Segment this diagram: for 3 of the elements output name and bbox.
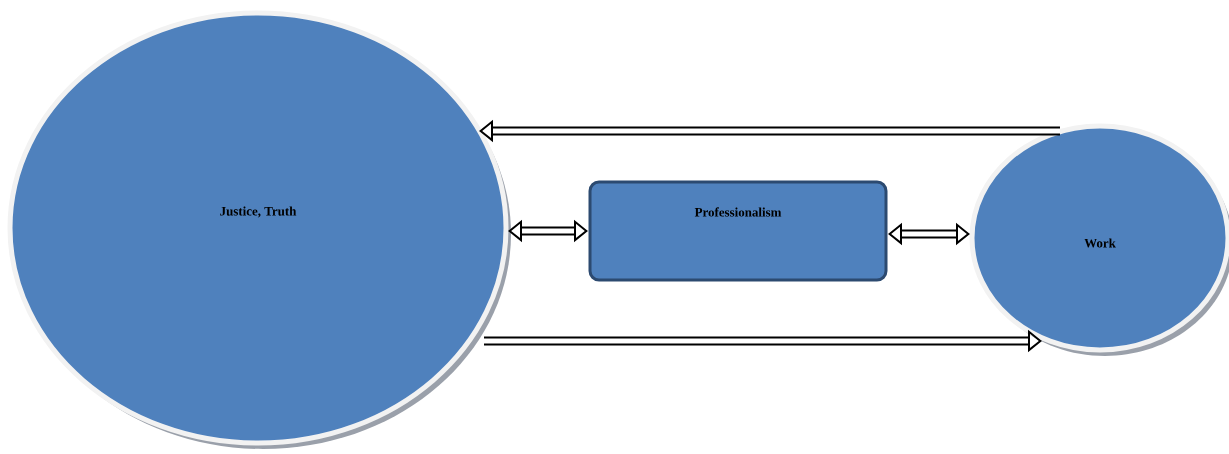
block-arrow	[888, 222, 970, 246]
process-box: Professionalism	[588, 180, 888, 282]
block-arrow	[508, 219, 588, 243]
